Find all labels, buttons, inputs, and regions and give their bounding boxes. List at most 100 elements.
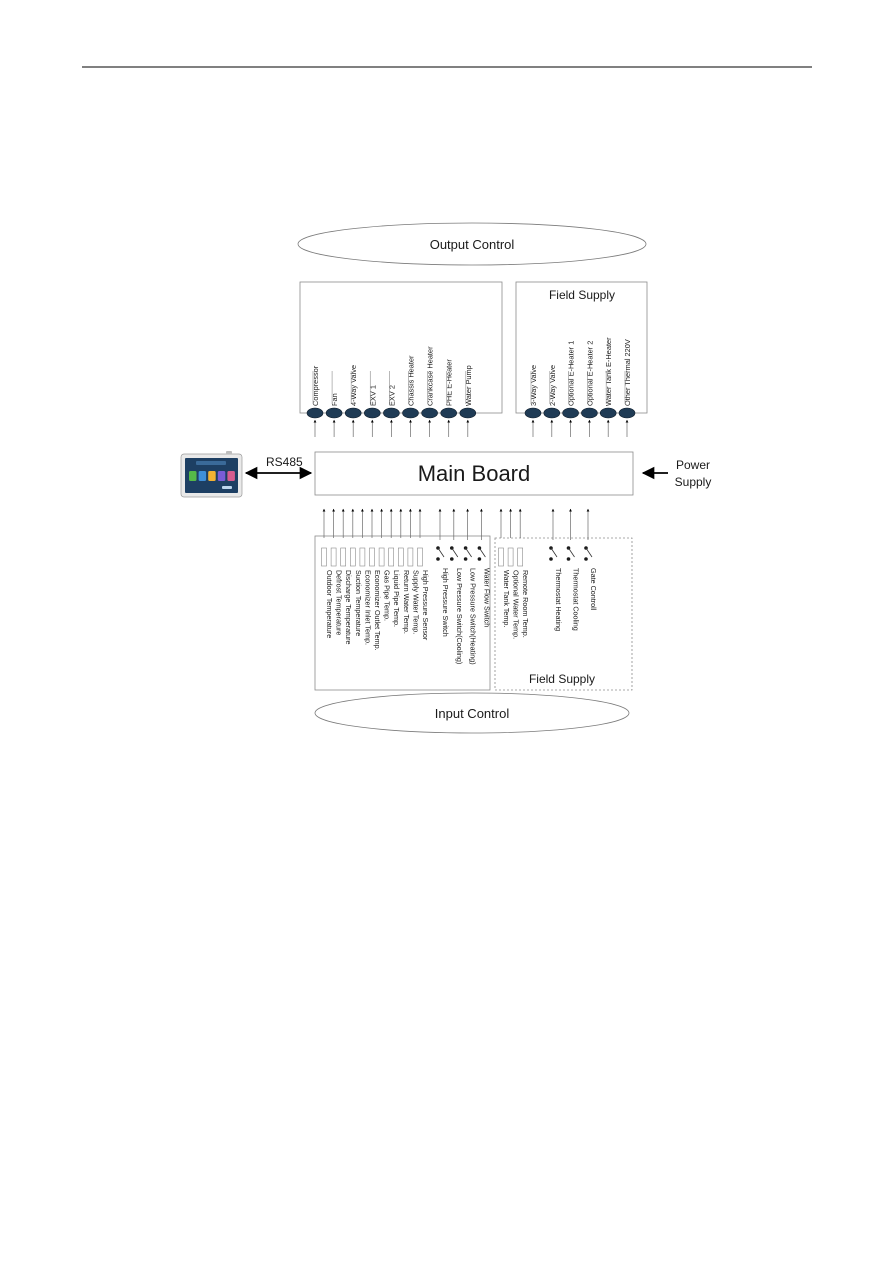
output-label: Compressor bbox=[311, 365, 320, 406]
fs-output-label: Optional E-Heater 2 bbox=[585, 341, 594, 406]
sensor-element bbox=[397, 547, 404, 567]
sensor-element bbox=[369, 547, 375, 567]
input-sensor-label: Suction Temperature bbox=[354, 570, 363, 636]
fs-input-switch-thermostat-heating: Thermostat Heating bbox=[549, 508, 563, 631]
output-node bbox=[402, 407, 419, 419]
input-switch-label: Low Pressure Switch(Cooling) bbox=[455, 568, 464, 664]
sensor-element bbox=[321, 547, 327, 567]
input-sensor-label: Economizer Inlet Temp. bbox=[363, 570, 372, 645]
output-box bbox=[299, 281, 503, 414]
fs-input-sensor-label: Optional Water Temp. bbox=[512, 570, 521, 639]
output-node bbox=[581, 407, 598, 419]
fs-output-3-way-valve: 3-Way Valve bbox=[524, 365, 542, 437]
input-sensor-outdoor-temperature: Outdoor Temperature bbox=[321, 508, 334, 638]
output-compressor: Compressor bbox=[306, 365, 324, 437]
switch-contact bbox=[463, 557, 468, 561]
output-node bbox=[306, 407, 324, 419]
fs-input-sensor-label: Water Tank Temp. bbox=[502, 570, 511, 627]
sensor-element bbox=[388, 547, 395, 567]
output-label: Crankcase Heater bbox=[426, 346, 435, 406]
output-node bbox=[524, 407, 542, 419]
fs-output-label: 3-Way Valve bbox=[529, 365, 538, 406]
input-sensor-economizer-inlet-temp: Economizer Inlet Temp. bbox=[359, 508, 372, 645]
input-sensor-label: Return Water Temp. bbox=[402, 570, 411, 634]
output-node bbox=[599, 407, 617, 419]
output-label: EXV 1 bbox=[368, 385, 377, 406]
sensor-element bbox=[498, 547, 504, 567]
input-switch-low-pressure-switch-heating: Low Pressure Switch(Heating) bbox=[463, 508, 478, 665]
output-node bbox=[618, 407, 636, 419]
switch-contact bbox=[477, 557, 482, 561]
fs-output-water-tank-e-heater: Water Tank E-Heater bbox=[599, 337, 617, 437]
sensor-element bbox=[507, 547, 514, 567]
input-sensor-defrost-temperature: Defrost Temperature bbox=[330, 508, 344, 635]
input-sensor-label: Defrost Temperature bbox=[335, 570, 344, 635]
fs-input-sensor-optional-water-temp: Optional Water Temp. bbox=[507, 508, 521, 639]
input-sensor-economizer-outlet-temp: Economizer Outlet Temp. bbox=[369, 508, 382, 651]
output-water-pump: Water Pump bbox=[459, 365, 477, 437]
fs-output-label: Other Thermal 220V bbox=[623, 339, 632, 406]
input-sensor-label: Supply Water Temp. bbox=[411, 570, 420, 634]
output-label: Chassis Heater bbox=[407, 355, 416, 406]
input-switch-label: Water Flow Switch bbox=[482, 568, 491, 627]
field-supply-output-devices: 3-Way Valve 2-Way Valve Optional E-Heater … bbox=[524, 337, 636, 437]
input-sensor-label: Economizer Outlet Temp. bbox=[373, 570, 382, 651]
input-sensor-label: High Pressure Sensor bbox=[421, 570, 430, 641]
field-supply-input-devices: Water Tank Temp.Optional Water Temp.Remo… bbox=[498, 508, 598, 639]
sensor-element bbox=[517, 547, 524, 567]
output-chassis-heater: Chassis Heater bbox=[402, 355, 419, 437]
output-4-way-valve: 4-Way Valve bbox=[344, 365, 362, 437]
fs-input-sensor-remote-room-temp: Remote Room Temp. bbox=[517, 508, 530, 638]
output-fan: Fan bbox=[325, 371, 343, 437]
output-exv-1: EXV 1 bbox=[363, 371, 381, 437]
fs-output-label: Optional E-Heater 1 bbox=[567, 341, 576, 406]
fs-input-switch-label: Thermostat Heating bbox=[554, 568, 563, 631]
fs-output-optional-e-heater-2: Optional E-Heater 2 bbox=[581, 341, 598, 437]
fs-input-switch-label: Gate Controll bbox=[589, 568, 598, 611]
touch-controller-icon bbox=[180, 451, 243, 498]
input-switch-low-pressure-switch-cooling: Low Pressure Switch(Cooling) bbox=[450, 508, 464, 664]
output-node bbox=[325, 407, 343, 419]
output-node bbox=[363, 407, 381, 419]
fs-output-label: 2-Way Valve bbox=[548, 365, 557, 406]
main-board-box bbox=[314, 451, 634, 496]
power-supply-label-2: Supply bbox=[675, 475, 712, 489]
switch-contact bbox=[450, 557, 454, 561]
fs-input-switch-gate-controll: Gate Controll bbox=[584, 508, 598, 611]
field-supply-input-title: Field Supply bbox=[529, 672, 595, 686]
switch-contact bbox=[584, 557, 588, 561]
power-supply-label-1: Power bbox=[676, 458, 710, 472]
switch-contact bbox=[436, 557, 440, 561]
sensor-element bbox=[407, 547, 414, 567]
input-sensor-label: Outdoor Temperature bbox=[325, 570, 334, 638]
output-node bbox=[459, 407, 477, 419]
input-sensor-label: Discharge Temperature bbox=[344, 570, 353, 645]
fs-input-switch-thermostat-cooling: Thermostat Cooling bbox=[566, 508, 581, 631]
output-label: PHE E-Heater bbox=[445, 359, 454, 406]
output-control-ellipse: Output Control bbox=[297, 222, 647, 266]
output-node bbox=[421, 407, 438, 419]
output-label: Fan bbox=[330, 393, 339, 406]
switch-contact bbox=[549, 557, 553, 561]
fs-input-sensor-label: Remote Room Temp. bbox=[521, 570, 530, 638]
output-node bbox=[344, 407, 362, 419]
sensor-element bbox=[340, 547, 347, 567]
output-node bbox=[440, 407, 458, 419]
input-switch-label: High Pressure Switch bbox=[441, 568, 450, 637]
input-switch-high-pressure-switch: High Pressure Switch bbox=[436, 508, 450, 637]
output-exv-2: EXV 2 bbox=[383, 371, 400, 437]
fs-output-label: Water Tank E-Heater bbox=[604, 337, 613, 406]
output-crankcase-heater: Crankcase Heater bbox=[421, 346, 438, 437]
fs-input-sensor-water-tank-temp: Water Tank Temp. bbox=[498, 508, 511, 627]
switch-contact bbox=[566, 557, 571, 561]
sensor-element bbox=[349, 547, 356, 567]
input-sensor-gas-pipe-temp: Gas Pipe Temp. bbox=[378, 508, 392, 621]
input-sensor-high-pressure-sensor: High Pressure Sensor bbox=[417, 508, 430, 641]
sensor-element bbox=[378, 547, 385, 567]
output-node bbox=[543, 407, 561, 419]
fs-input-switch-label: Thermostat Cooling bbox=[572, 568, 581, 631]
fs-output-optional-e-heater-1: Optional E-Heater 1 bbox=[562, 341, 579, 437]
fs-output-2-way-valve: 2-Way Valve bbox=[543, 365, 561, 437]
